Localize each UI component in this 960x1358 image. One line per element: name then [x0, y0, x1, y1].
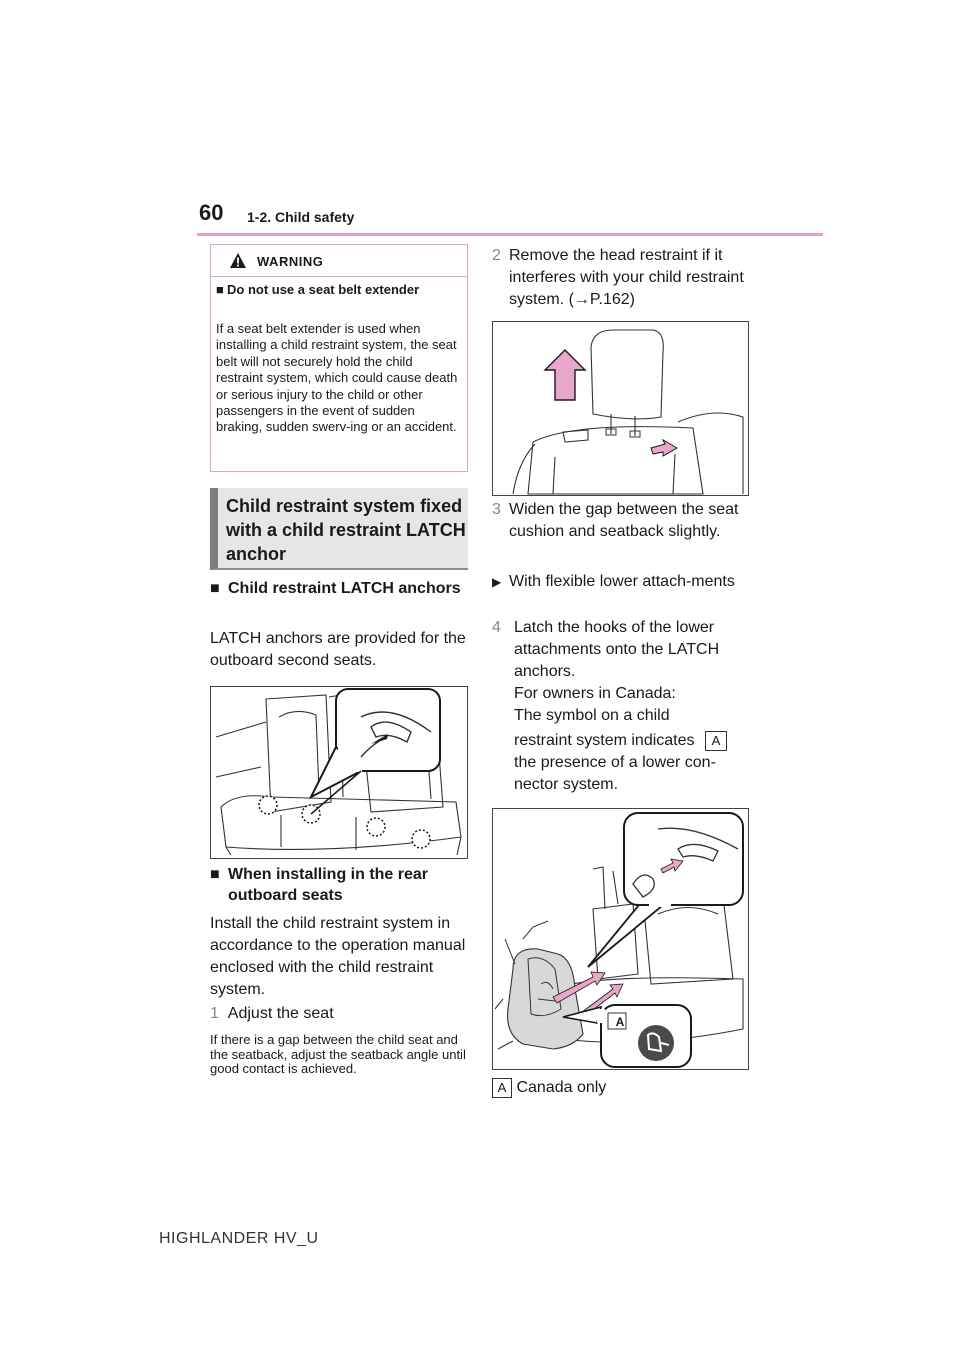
- header-rule: [197, 233, 823, 236]
- label-a-box: A: [704, 731, 727, 751]
- step-4-canada-line-3-row: restraint system indicates A: [514, 730, 752, 752]
- step-3: 3 Widen the gap between the seat cushion…: [492, 499, 752, 543]
- figure-caption: A Canada only: [492, 1077, 752, 1099]
- square-bullet-icon: ■: [210, 580, 220, 597]
- warning-triangle-icon: [230, 253, 246, 268]
- caption-text: Canada only: [516, 1079, 607, 1096]
- step-4-text: Latch the hooks of the lower attachments…: [514, 619, 720, 680]
- step-1-text: Adjust the seat: [227, 1005, 334, 1022]
- child-seat-drawing: [494, 812, 744, 1068]
- rear-outboard-subheading-text: When installing in the rear outboard sea…: [228, 866, 429, 904]
- warning-subtitle: ■ Do not use a seat belt extender: [216, 282, 462, 297]
- step-4: 4 Latch the hooks of the lower attachmen…: [492, 617, 752, 796]
- flexible-attachments-text: With flexible lower attach-ments: [509, 573, 735, 590]
- step-4-canada-line-4: the presence of a lower con-: [514, 754, 716, 771]
- warning-label: WARNING: [257, 254, 324, 269]
- footer-model: HIGHLANDER HV_U: [159, 1230, 319, 1247]
- step-2-page-ref: P.162): [589, 291, 635, 308]
- warning-subtitle-text: Do not use a seat belt extender: [227, 282, 420, 297]
- warning-box: WARNING ■ Do not use a seat belt extende…: [210, 244, 468, 472]
- latch-anchors-subheading-text: Child restraint LATCH anchors: [228, 580, 461, 597]
- step-1-number: 1: [210, 1005, 219, 1022]
- warning-header: WARNING: [211, 245, 467, 277]
- step-2-text: Remove the head restraint if it interfer…: [509, 247, 744, 308]
- head-restraint-drawing: [512, 329, 744, 495]
- warning-body: If a seat belt extender is used when ins…: [216, 321, 458, 435]
- page-number: 60: [199, 200, 224, 225]
- section-heading-box: Child restraint system fixed with a chil…: [210, 488, 468, 570]
- step-2-number: 2: [492, 247, 501, 264]
- step-1-note: If there is a gap between the child seat…: [210, 1032, 466, 1076]
- step-4-canada-line-2: The symbol on a child: [514, 707, 670, 724]
- head-restraint-illustration: [492, 321, 749, 496]
- step-3-text: Widen the gap between the seat cushion a…: [509, 501, 739, 540]
- caption-label-a-box: A: [492, 1078, 512, 1098]
- flexible-attachments-bullet: ▶ With flexible lower attach-ments: [492, 571, 752, 593]
- rear-outboard-subheading: ■ When installing in the rear outboard s…: [210, 864, 468, 906]
- section-title: 1-2. Child safety: [247, 209, 355, 225]
- step-4-number: 4: [492, 619, 501, 636]
- step-2: 2 Remove the head restraint if it interf…: [492, 245, 752, 311]
- step-4-canada-line-5: nector system.: [514, 776, 619, 793]
- step-4-canada-line-1: For owners in Canada:: [514, 685, 676, 702]
- seat-illustration: [215, 688, 462, 856]
- step-4-canada-line-3: restraint system indicates: [514, 732, 695, 749]
- square-bullet-icon: ■: [216, 282, 224, 297]
- latch-anchors-body: LATCH anchors are provided for the outbo…: [210, 630, 466, 669]
- install-instructions-body: Install the child restraint system in ac…: [210, 915, 466, 998]
- triangle-bullet-icon: ▶: [492, 575, 502, 589]
- reference-arrow-icon: →: [573, 291, 590, 308]
- latch-anchors-subheading: ■ Child restraint LATCH anchors: [210, 578, 468, 599]
- section-heading: Child restraint system fixed with a chil…: [226, 496, 466, 564]
- lower-attachment-illustration: A: [492, 808, 749, 1070]
- square-bullet-icon: ■: [210, 866, 220, 883]
- step-1: 1 Adjust the seat: [210, 1003, 468, 1025]
- latch-anchor-illustration: [210, 686, 468, 859]
- step-3-number: 3: [492, 501, 501, 518]
- figure-label-a: A: [615, 1015, 625, 1029]
